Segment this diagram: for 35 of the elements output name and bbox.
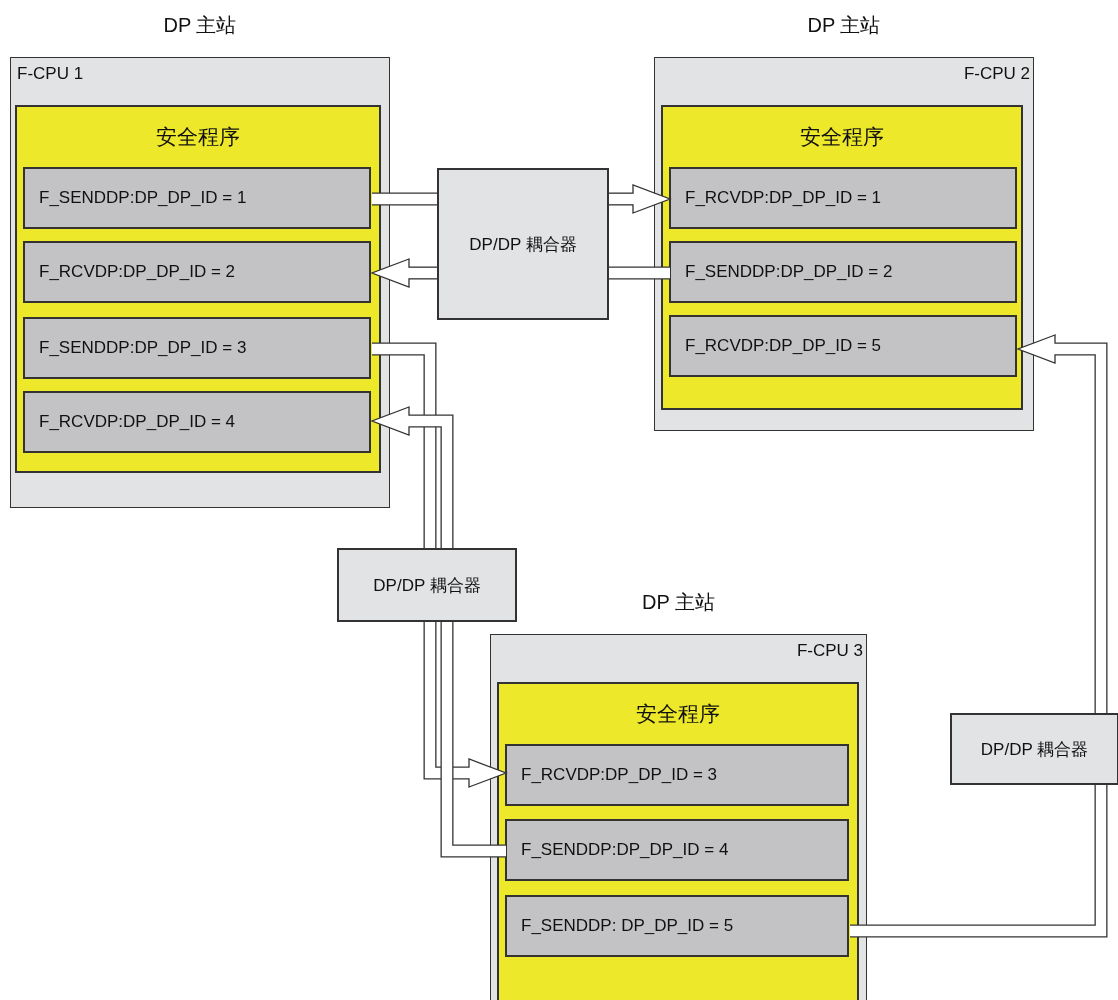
hollow-arrow bbox=[370, 406, 454, 548]
station-label: DP 主站 bbox=[163, 13, 237, 38]
program-title: 安全程序 bbox=[636, 701, 720, 727]
cpu-label: F-CPU 3 bbox=[796, 641, 863, 661]
coupler-box: DP/DP 耦合器 bbox=[337, 548, 517, 622]
program-title: 安全程序 bbox=[800, 124, 884, 150]
connector-line bbox=[440, 622, 506, 858]
hollow-arrow bbox=[370, 258, 437, 288]
program-title: 安全程序 bbox=[156, 124, 240, 150]
cpu-label: F-CPU 1 bbox=[17, 64, 84, 84]
coupler-box: DP/DP 耦合器 bbox=[437, 168, 609, 320]
station-label: DP 主站 bbox=[642, 590, 715, 615]
coupler-box: DP/DP 耦合器 bbox=[950, 713, 1118, 785]
function-block: F_RCVDP:DP_DP_ID = 1 bbox=[669, 167, 1017, 229]
program-box bbox=[15, 105, 381, 473]
function-block: F_SENDDP:DP_DP_ID = 1 bbox=[23, 167, 371, 229]
station-label: DP 主站 bbox=[807, 13, 881, 38]
connector-line bbox=[372, 342, 437, 548]
connector-line bbox=[609, 266, 670, 280]
connector-line bbox=[850, 785, 1108, 938]
hollow-arrow bbox=[1016, 334, 1108, 713]
hollow-arrow bbox=[609, 184, 672, 214]
function-block: F_SENDDP:DP_DP_ID = 3 bbox=[23, 317, 371, 379]
function-block: F_RCVDP:DP_DP_ID = 3 bbox=[505, 744, 849, 806]
cpu-label: F-CPU 2 bbox=[963, 64, 1030, 84]
function-block: F_RCVDP:DP_DP_ID = 4 bbox=[23, 391, 371, 453]
function-block: F_SENDDP:DP_DP_ID = 4 bbox=[505, 819, 849, 881]
function-block: F_RCVDP:DP_DP_ID = 2 bbox=[23, 241, 371, 303]
program-box bbox=[661, 105, 1023, 410]
connector-line bbox=[372, 192, 437, 206]
hollow-arrow bbox=[423, 622, 508, 788]
function-block: F_RCVDP:DP_DP_ID = 5 bbox=[669, 315, 1017, 377]
program-box bbox=[497, 682, 859, 1000]
function-block: F_SENDDP: DP_DP_ID = 5 bbox=[505, 895, 849, 957]
function-block: F_SENDDP:DP_DP_ID = 2 bbox=[669, 241, 1017, 303]
